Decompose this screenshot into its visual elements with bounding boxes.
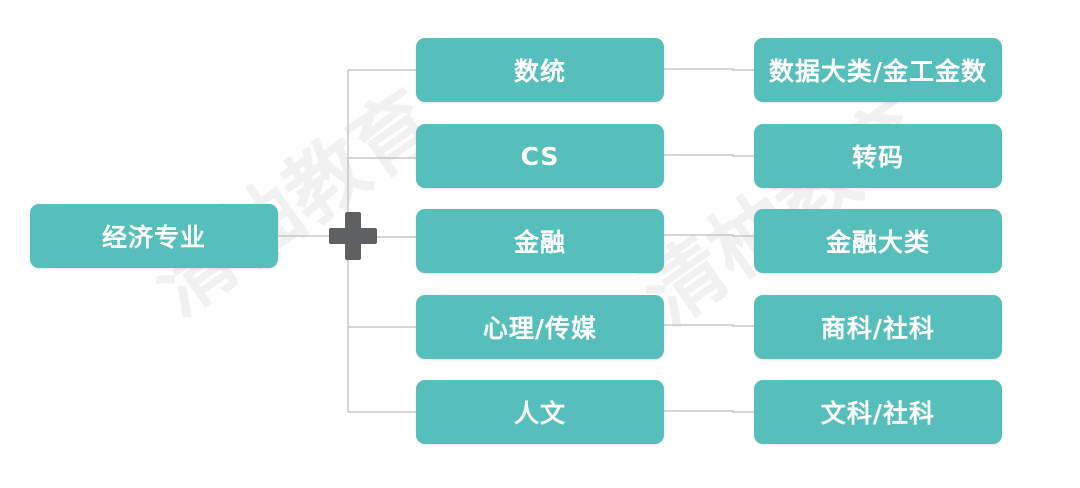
branch-label: 数统 (513, 57, 566, 86)
target-node: 商科/社科 (754, 295, 1002, 359)
root-label: 经济专业 (101, 223, 206, 252)
target-label: 金融大类 (825, 228, 930, 257)
target-label: 文科/社科 (820, 399, 936, 428)
branch-label: 金融 (513, 228, 566, 257)
target-label: 数据大类/金工金数 (768, 57, 988, 86)
target-node: 转码 (754, 124, 1002, 188)
target-node: 文科/社科 (754, 380, 1002, 444)
branch-node: 人文 (416, 380, 664, 444)
branch-node: 金融 (416, 209, 664, 273)
branch-node: 心理/传媒 (416, 295, 664, 359)
root-node: 经济专业 (30, 204, 278, 268)
branch-label: CS (520, 141, 560, 171)
plus-icon (329, 212, 377, 260)
target-node: 金融大类 (754, 209, 1002, 273)
target-node: 数据大类/金工金数 (754, 38, 1002, 102)
target-label: 商科/社科 (820, 314, 936, 343)
target-line (664, 68, 754, 71)
branch-node: 数统 (416, 38, 664, 102)
target-line (664, 324, 754, 327)
branch-node: CS (416, 124, 664, 188)
target-label: 转码 (851, 143, 904, 172)
branch-label: 人文 (513, 399, 566, 428)
target-line (664, 154, 754, 157)
target-line (664, 410, 754, 413)
branch-label: 心理/传媒 (482, 314, 598, 343)
target-line (664, 234, 754, 237)
